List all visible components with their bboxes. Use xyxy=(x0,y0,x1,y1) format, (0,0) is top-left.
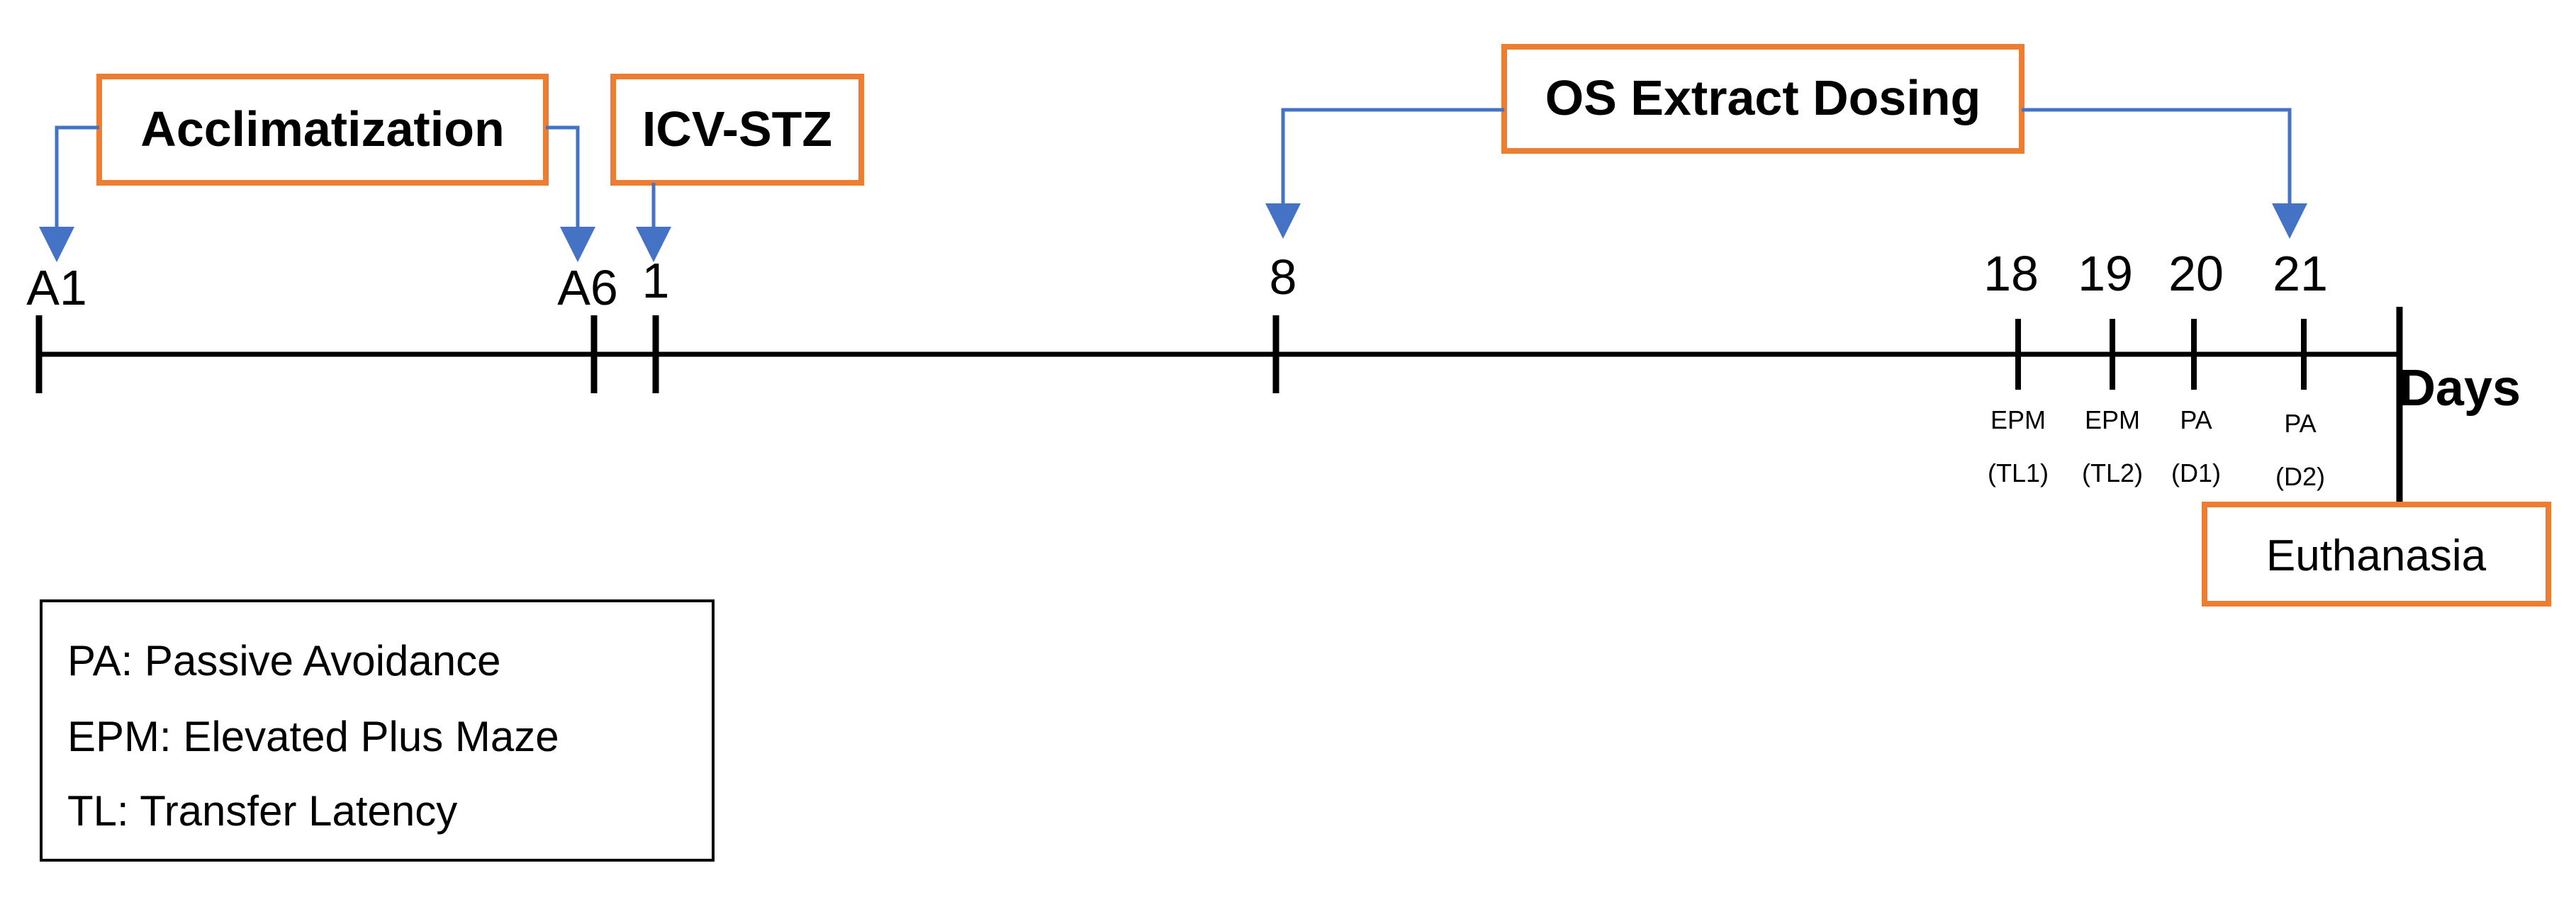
arrow-connector xyxy=(1265,108,1504,239)
legend-item: TL: Transfer Latency xyxy=(67,787,457,835)
test-label: EPM xyxy=(1990,405,2046,434)
tick-19: 19 EPM (TL2) xyxy=(2078,246,2143,487)
test-label: EPM xyxy=(2085,405,2140,434)
tick-label: 8 xyxy=(1270,249,1297,305)
tick-label: A6 xyxy=(557,260,618,315)
test-label: (D2) xyxy=(2275,462,2325,491)
arrow-connector xyxy=(2022,108,2307,239)
end-event-label: Euthanasia xyxy=(2266,531,2487,580)
tick-8: 8 xyxy=(1270,249,1297,393)
axis-unit-label: Days xyxy=(2399,360,2521,417)
phase-label: ICV-STZ xyxy=(642,101,832,157)
phase-os-extract-dosing: OS Extract Dosing xyxy=(1265,44,2307,239)
phase-box xyxy=(1501,44,2025,154)
phase-icv-stz: ICV-STZ xyxy=(610,74,864,262)
arrow-connector xyxy=(546,125,595,262)
tick-label: 1 xyxy=(642,253,670,308)
tick-label: 18 xyxy=(1983,246,2039,301)
test-label: PA xyxy=(2180,405,2212,434)
tick-20: 20 PA (D1) xyxy=(2168,246,2224,487)
tick-A6: A6 xyxy=(557,260,618,393)
phase-label: OS Extract Dosing xyxy=(1545,70,1981,125)
legend-box xyxy=(40,599,715,862)
tick-label: 20 xyxy=(2168,246,2224,301)
tick-21: 21 PA (D2) xyxy=(2273,246,2328,491)
legend-item: PA: Passive Avoidance xyxy=(67,637,500,684)
test-label: (TL1) xyxy=(1988,458,2049,487)
legend: PA: Passive Avoidance EPM: Elevated Plus… xyxy=(40,599,715,862)
phase-acclimatization: Acclimatization xyxy=(39,74,595,262)
tick-A1: A1 xyxy=(26,260,87,393)
tick-label: 21 xyxy=(2273,246,2328,301)
test-label: (TL2) xyxy=(2082,458,2143,487)
end-event-box xyxy=(2202,502,2551,607)
arrow-connector xyxy=(39,125,99,262)
end-event: Euthanasia xyxy=(2202,502,2551,607)
tick-18: 18 EPM (TL1) xyxy=(1983,246,2049,487)
phase-label: Acclimatization xyxy=(140,101,504,157)
tick-label: 19 xyxy=(2078,246,2133,301)
legend-item: EPM: Elevated Plus Maze xyxy=(67,713,559,760)
test-label: PA xyxy=(2284,409,2316,438)
tick-1: 1 xyxy=(642,253,670,393)
test-label: (D1) xyxy=(2171,458,2221,487)
tick-label: A1 xyxy=(26,260,87,315)
phase-box xyxy=(610,74,864,186)
phase-box xyxy=(96,74,549,186)
